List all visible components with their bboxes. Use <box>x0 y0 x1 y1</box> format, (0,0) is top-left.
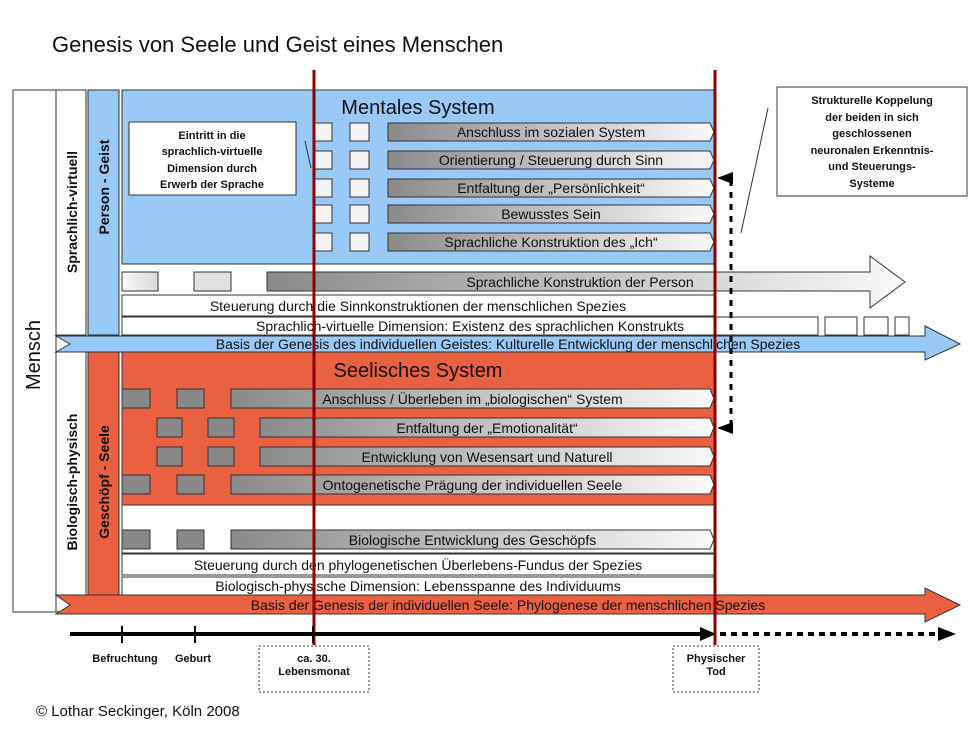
seele-row-label: Entwicklung von Wesensart und Naturell <box>361 449 612 465</box>
coupling-arrowhead-up <box>717 172 733 184</box>
coupling-note-line: Strukturelle Koppelung <box>811 95 933 107</box>
sprache-note-box <box>128 121 297 196</box>
dimension-block <box>894 316 910 336</box>
stage-block <box>207 417 235 438</box>
phylogenese-basis-label: Basis der Genesis der individuellen Seel… <box>251 597 765 613</box>
stage-block <box>176 388 205 409</box>
person-geist-column <box>87 89 120 336</box>
coupling-note-line: der beiden in sich <box>825 112 919 124</box>
mental-dimension-box <box>121 316 819 336</box>
monat-label: Lebensmonat <box>278 666 350 678</box>
tod-box <box>672 645 760 693</box>
seele-row-label: Anschluss / Überleben im „biologischen“ … <box>322 390 622 407</box>
seelisches-system-title: Seelisches System <box>334 360 503 382</box>
geburt-label: Geburt <box>175 653 211 665</box>
mental-row-label: Sprachliche Konstruktion des „Ich“ <box>444 234 658 250</box>
page-title: Genesis von Seele und Geist eines Mensch… <box>52 32 503 57</box>
stage-block <box>121 474 151 495</box>
seele-row-label: Ontogenetische Prägung der individuellen… <box>323 477 623 493</box>
seele-row-arrow <box>230 388 715 409</box>
mensch-label: Mensch <box>23 320 45 390</box>
mental-row-arrow <box>387 204 715 224</box>
monat-box <box>258 645 370 693</box>
mental-row-label: Bewusstes Sein <box>501 206 601 222</box>
mental-dimension-label: Sprachlich-virtuelle Dimension: Existenz… <box>256 318 684 334</box>
biologisch-label: Biologisch-physisch <box>64 414 80 551</box>
seele-steuerung-label: Steuerung durch den phylogenetischen Übe… <box>194 556 642 573</box>
bio-row-label: Biologische Entwicklung des Geschöpfs <box>349 532 596 548</box>
stage-block <box>312 232 333 252</box>
geschoepf-seele-label: Geschöpf - Seele <box>96 425 112 539</box>
stage-block <box>121 529 151 550</box>
stage-block <box>176 474 205 495</box>
timeline-dotted-arrowhead <box>938 627 956 641</box>
coupling-note-line: geschlossenen <box>832 128 912 140</box>
stage-block <box>312 150 333 170</box>
coupling-note-box <box>776 86 968 197</box>
sprache-note-line: sprachlich-virtuelle <box>162 146 263 158</box>
coupling-note-line: Systeme <box>849 178 894 190</box>
dimension-block <box>863 316 889 336</box>
person-geist-label: Person - Geist <box>96 139 112 234</box>
stage-block <box>207 446 235 467</box>
stage-block <box>349 150 370 170</box>
tod-label: Physischer <box>687 653 746 665</box>
seele-row-label: Entfaltung der „Emotionalität“ <box>396 420 578 436</box>
timeline-arrowhead <box>700 627 716 641</box>
person-block <box>121 271 159 292</box>
stage-block <box>156 417 183 438</box>
stage-block <box>349 204 370 224</box>
sprache-note-line: Dimension durch <box>167 163 257 175</box>
person-block <box>193 271 232 292</box>
stage-block <box>176 529 205 550</box>
person-arrow <box>266 255 906 309</box>
stage-block <box>156 446 183 467</box>
mental-row-label: Orientierung / Steuerung durch Sinn <box>439 152 663 168</box>
tod-label: Tod <box>706 666 725 678</box>
monat-label: ca. 30. <box>297 653 331 665</box>
stage-block <box>349 178 370 198</box>
coupling-note-line: und Steuerungs- <box>828 161 916 173</box>
seele-row-arrow <box>259 446 715 467</box>
seele-row-arrow <box>230 474 715 495</box>
mental-row-arrow <box>387 150 715 170</box>
befruchtung-label: Befruchtung <box>92 653 157 665</box>
stage-block <box>312 122 333 142</box>
phylogenese-basis-arrow <box>54 587 962 623</box>
seele-row-arrow <box>259 417 715 438</box>
coupling-pointer <box>740 107 769 234</box>
copyright: © Lothar Seckinger, Köln 2008 <box>36 703 240 720</box>
mental-row-arrow <box>387 232 715 252</box>
sprachlich-label: Sprachlich-virtuell <box>64 151 80 273</box>
coupling-arrowhead-down <box>717 422 733 434</box>
person-arrow-label: Sprachliche Konstruktion der Person <box>466 274 693 290</box>
mental-steuerung-label: Steuerung durch die Sinnkonstruktionen d… <box>210 298 626 314</box>
sprachlich-column <box>55 89 87 336</box>
coupling-note-line: neuronalen Erkenntnis- <box>811 145 934 157</box>
mental-row-label: Entfaltung der „Persönlichkeit“ <box>457 180 645 196</box>
bio-row-arrow <box>230 529 715 550</box>
dimension-block <box>824 316 858 336</box>
mentales-system-title: Mentales System <box>341 97 494 119</box>
mental-row-label: Anschluss im sozialen System <box>457 124 645 140</box>
stage-block <box>349 232 370 252</box>
mental-row-arrow <box>387 122 715 142</box>
mensch-column <box>12 89 57 613</box>
stage-block <box>349 122 370 142</box>
seele-dimension-label: Biologisch-physische Dimension: Lebenssp… <box>215 578 620 594</box>
stage-block <box>312 204 333 224</box>
stage-block <box>312 178 333 198</box>
sprache-note-line: Erwerb der Sprache <box>160 179 264 191</box>
kultur-basis-label: Basis der Genesis des individuellen Geis… <box>216 336 800 352</box>
mental-row-arrow <box>387 178 715 198</box>
stage-block <box>121 388 151 409</box>
note-pointer <box>304 140 312 169</box>
sprache-note-line: Eintritt in die <box>178 130 245 142</box>
